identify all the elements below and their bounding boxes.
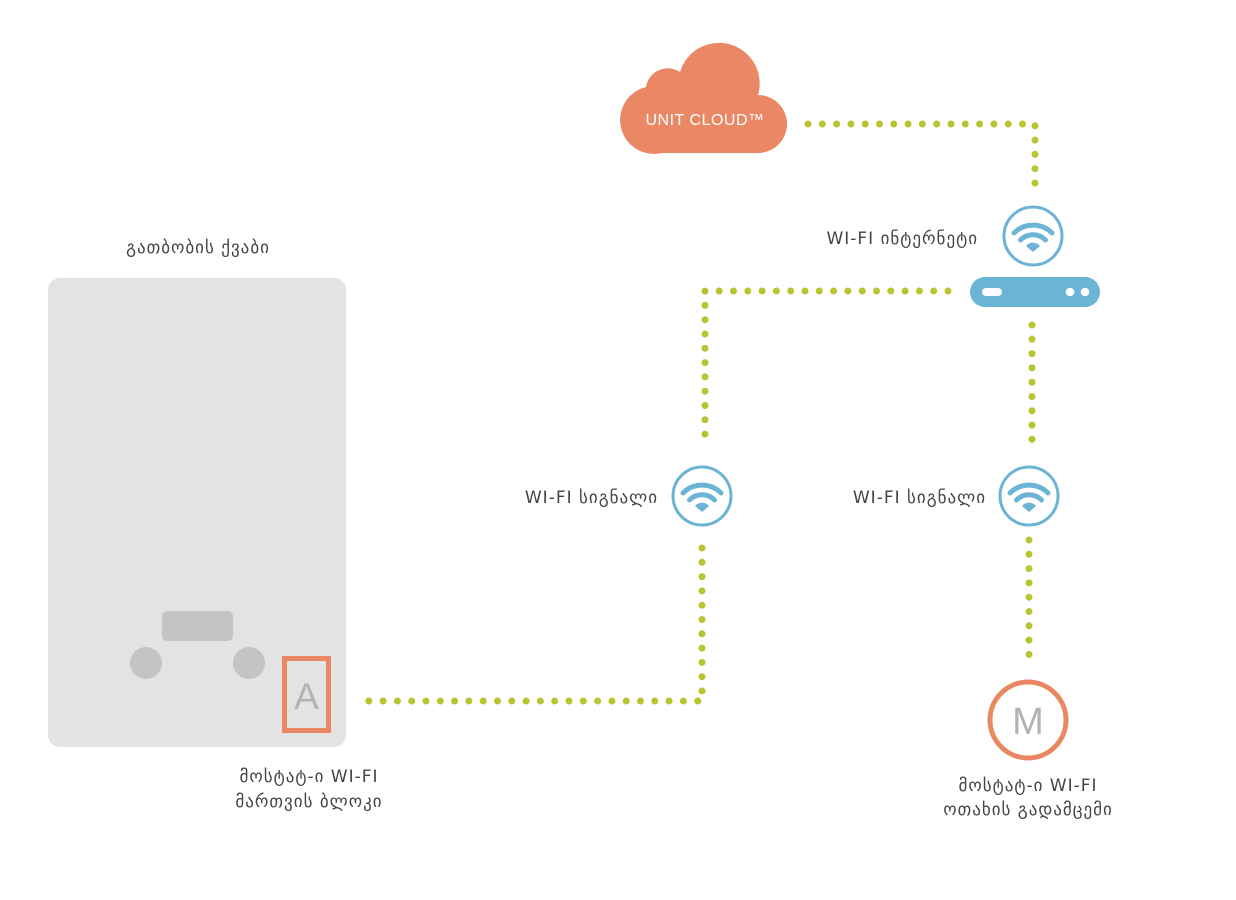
room-transmitter-label-line2: ოთახის გადამცემი (943, 800, 1113, 820)
link-left-signal-to-control-unit (360, 544, 706, 705)
boiler-display (162, 611, 233, 641)
router-icon (970, 277, 1100, 307)
control-unit-label-line1: მოსტატ-ი WI-FI (239, 767, 379, 787)
left-signal-wifi-icon (671, 465, 733, 527)
cloud-label: UNIT CLOUD™ (645, 112, 765, 129)
router-label: WI-FI ინტერნეტი (826, 229, 978, 249)
link-cloud-to-router (804, 120, 1039, 192)
control-unit-letter: A (294, 676, 319, 717)
link-router-to-left-signal (701, 287, 952, 450)
control-unit-label-line2: მართვის ბლოკი (235, 792, 383, 812)
room-transmitter-letter: M (1012, 701, 1044, 743)
cloud-icon (620, 42, 787, 154)
boiler-label: გათბობის ქვაბი (126, 238, 270, 258)
room-transmitter (987, 679, 1069, 761)
boiler (48, 278, 346, 747)
boiler-knob-right (233, 647, 265, 679)
right-signal-wifi-icon (998, 465, 1060, 527)
right-signal-label: WI-FI სიგნალი (852, 488, 986, 508)
router-wifi-icon (1002, 205, 1064, 267)
room-transmitter-label-line1: მოსტატ-ი WI-FI (958, 776, 1098, 796)
control-unit-module (282, 656, 331, 733)
boiler-knob-left (130, 647, 162, 679)
left-signal-label: WI-FI სიგნალი (524, 488, 658, 508)
